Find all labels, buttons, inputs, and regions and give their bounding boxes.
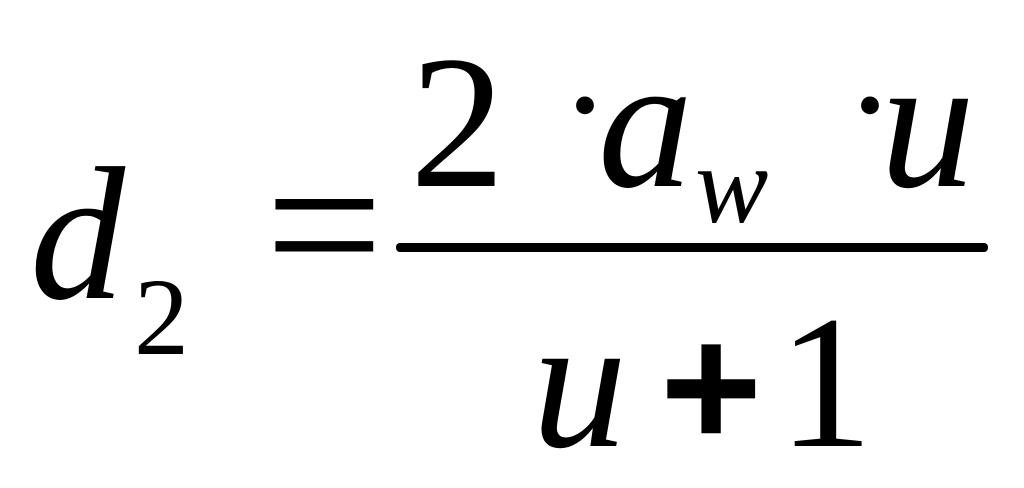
lhs-variable: d xyxy=(30,130,125,340)
numerator-coefficient: 2 xyxy=(410,18,505,228)
denominator-plus-sign: + xyxy=(660,290,763,485)
denominator-variable-u: u xyxy=(532,278,627,488)
lhs-subscript: 2 xyxy=(134,256,189,378)
equals-sign: = xyxy=(265,109,384,341)
fraction-bar xyxy=(396,243,988,252)
denominator-constant: 1 xyxy=(778,278,873,488)
numerator-dot-operator-2: · xyxy=(845,22,895,188)
numerator-dot-operator: · xyxy=(560,22,610,188)
numerator-subscript-w: w xyxy=(695,124,769,246)
numerator-variable-a: a xyxy=(598,18,693,228)
numerator-variable-u: u xyxy=(880,18,975,228)
